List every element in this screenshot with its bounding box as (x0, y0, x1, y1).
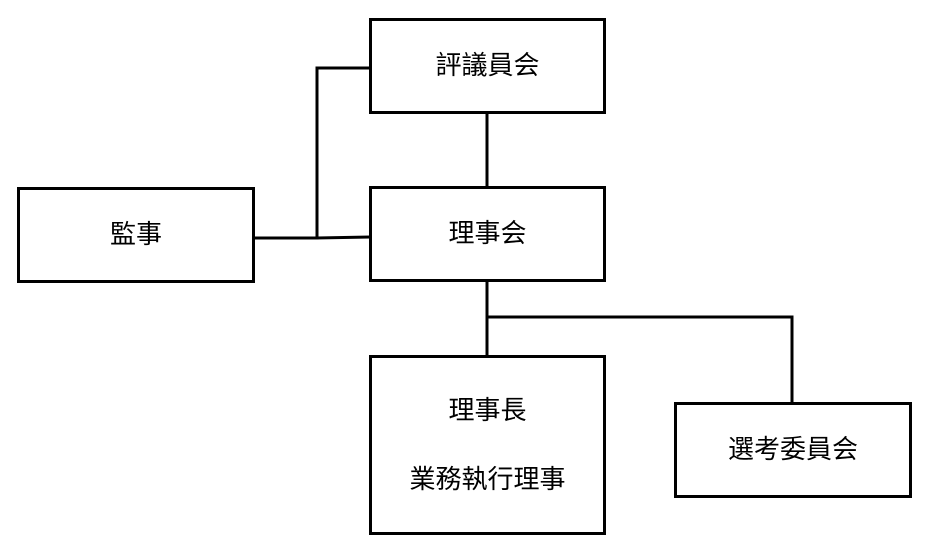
node-rijicho-label-2: 業務執行理事 (409, 464, 566, 495)
node-rijicho-label-1: 理事長 (448, 395, 527, 426)
node-senko: 選考委員会 (674, 402, 912, 498)
node-senko-label: 選考委員会 (727, 435, 858, 465)
node-hyogiinkai-label: 評議員会 (435, 51, 540, 81)
node-rijikai-label: 理事会 (448, 219, 527, 249)
node-rijicho: 理事長 業務執行理事 (369, 355, 606, 535)
node-kanji: 監事 (17, 187, 255, 283)
node-rijikai: 理事会 (369, 186, 606, 282)
connector-kanji-rijikai (315, 235, 371, 240)
node-hyogiinkai: 評議員会 (369, 18, 606, 114)
node-kanji-label: 監事 (109, 220, 162, 250)
